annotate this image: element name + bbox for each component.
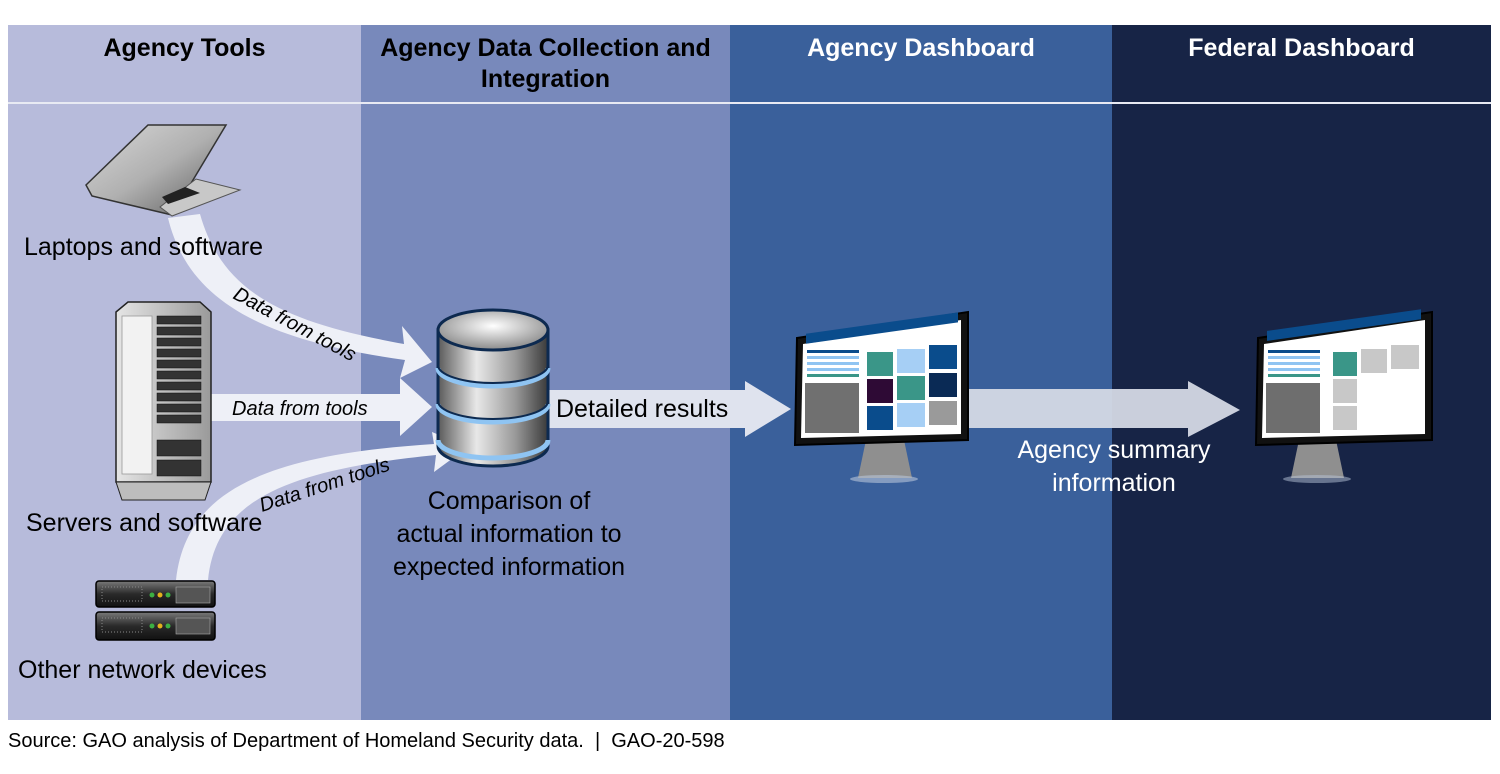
- label-summary-line1: Agency summary: [1017, 436, 1211, 464]
- laptop-icon: [85, 124, 242, 217]
- header-divider: [8, 102, 1491, 104]
- label-servers: Servers and software: [26, 509, 263, 537]
- arrow-label-servers: Data from tools: [232, 398, 368, 420]
- column-header: Agency Tools: [103, 34, 266, 62]
- column-header-text: Agency Data Collection and Integration: [380, 34, 711, 93]
- agency-dashboard-monitor-icon: [793, 310, 969, 483]
- label-laptops: Laptops and software: [24, 233, 264, 261]
- label-summary-line2: information: [1052, 469, 1176, 497]
- database-icon: [435, 308, 551, 468]
- column-header: Federal Dashboard: [1188, 34, 1415, 62]
- label-detailed-results: Detailed results: [556, 395, 729, 423]
- database-caption-line2: actual information to: [396, 520, 622, 548]
- arrow-label-laptops: Data from tools: [230, 283, 360, 366]
- column-header: Agency Dashboard: [807, 34, 1035, 62]
- database-caption-line1: Comparison of: [427, 487, 591, 515]
- source-note: Source: GAO analysis of Department of Ho…: [8, 730, 725, 752]
- database-caption-line3: expected information: [392, 553, 626, 581]
- arrow-agency-summary: [960, 381, 1240, 437]
- arrow-from-laptops: [168, 214, 432, 378]
- column-data-collection: Agency Data Collection and Integration: [361, 25, 730, 720]
- network-device-icon: [95, 580, 216, 641]
- server-rack-icon: [115, 301, 212, 501]
- arrow-from-servers: [210, 378, 432, 436]
- arrow-detailed-results: [548, 381, 791, 437]
- label-network-devices: Other network devices: [18, 656, 267, 684]
- federal-dashboard-monitor-icon: [1254, 309, 1433, 483]
- column-header: Agency Data Collection and Integration: [361, 25, 730, 102]
